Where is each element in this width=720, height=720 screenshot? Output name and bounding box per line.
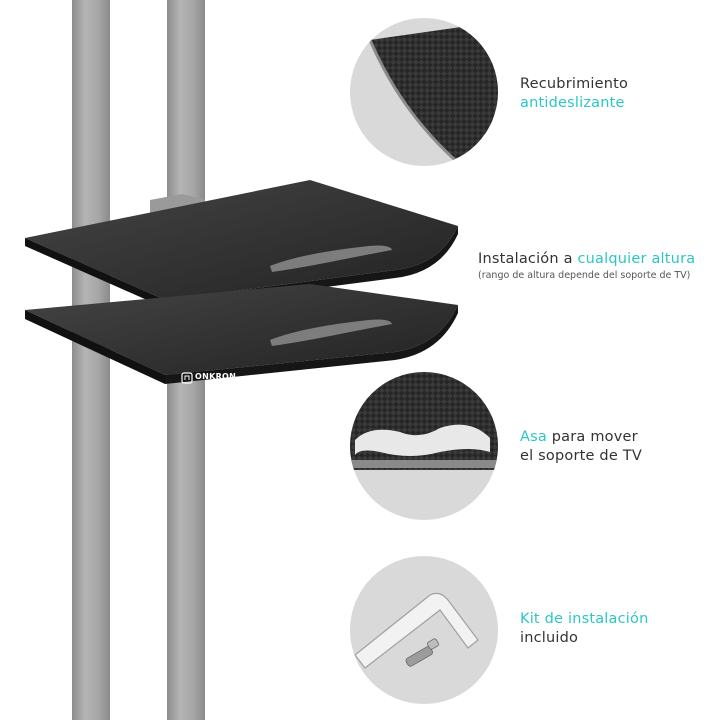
texture-detail-icon: [350, 18, 498, 166]
feature-anti-slip: Recubrimiento antideslizante: [520, 75, 628, 113]
brand-name: ONKRON: [195, 372, 237, 381]
feature-line-2: el soporte de TV: [520, 448, 642, 464]
feature-note: (rango de altura depende del soporte de …: [478, 270, 691, 281]
feature-height: Instalación a cualquier altura (rango de…: [478, 250, 695, 283]
feature-line: Asa para mover: [520, 428, 642, 447]
feature-kit: Kit de instalación incluido: [520, 610, 649, 648]
hex-key-icon: [350, 556, 498, 704]
handle-detail-icon: [350, 372, 498, 520]
feature-accent: antideslizante: [520, 95, 625, 111]
shelf-graphic: [25, 180, 458, 384]
feature-line: Instalación a cualquier altura: [478, 250, 695, 269]
feature-accent: Kit de instalación: [520, 611, 649, 627]
feature-accent: Asa: [520, 429, 547, 445]
feature-pre: Instalación a: [478, 251, 578, 267]
feature-accent: cualquier altura: [577, 251, 696, 267]
onkron-logo-icon: [181, 372, 193, 384]
feature-line-2: incluido: [520, 630, 579, 646]
feature-post: para mover: [546, 429, 638, 445]
feature-line: Recubrimiento: [520, 76, 629, 92]
feature-handle: Asa para mover el soporte de TV: [520, 428, 642, 466]
